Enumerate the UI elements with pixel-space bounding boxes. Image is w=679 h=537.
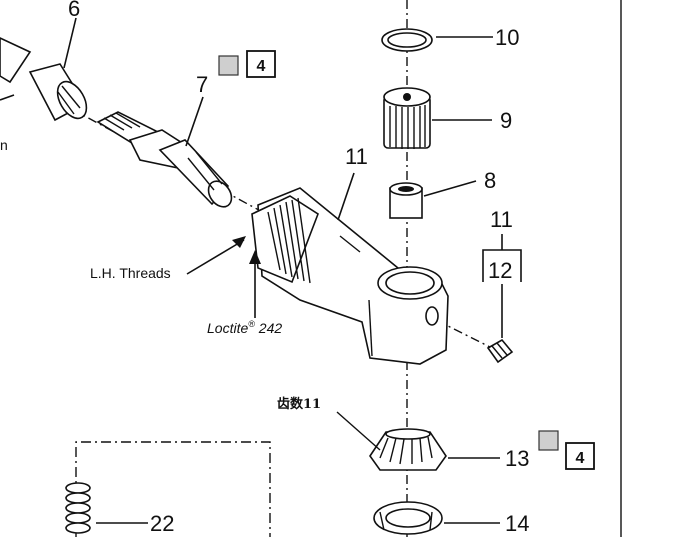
lh-threads-arrowhead <box>232 236 246 248</box>
part-8-bushing <box>389 182 423 219</box>
lh-threads-arrow <box>186 239 245 275</box>
part-14-bearing <box>373 501 443 535</box>
part-6-sleeve <box>0 37 88 122</box>
teeth-count-note: 齿数11 <box>277 396 321 412</box>
leader-6 <box>63 17 77 69</box>
part-22-spring <box>65 482 91 534</box>
badge-7-gray-square <box>218 55 239 76</box>
label-6: 6 <box>68 0 80 21</box>
label-11-side: 11 <box>490 207 513 232</box>
badge-7-box <box>246 50 276 78</box>
part-10-retaining-ring <box>381 28 433 52</box>
lh-threads-label: L.H. Threads <box>90 265 171 281</box>
part-12-set-screw <box>486 338 514 364</box>
label-11-top: 11 <box>345 144 368 169</box>
badge-13-box <box>565 442 595 470</box>
loctite-arrowhead <box>249 250 261 264</box>
label-10: 10 <box>495 25 519 50</box>
leader-11-top <box>337 172 355 221</box>
label-9: 9 <box>500 108 512 133</box>
badge-13-gray-square <box>538 430 559 451</box>
leader-7 <box>185 96 204 147</box>
edge-text-fragment: n <box>0 137 8 153</box>
badge-7-number: 4 <box>257 58 266 75</box>
part-13-bevel-gear <box>369 428 447 471</box>
loctite-label: Loctite® 242 <box>207 319 282 336</box>
label-13: 13 <box>505 446 529 471</box>
leader-8 <box>423 180 477 197</box>
label-12: 12 <box>488 258 512 283</box>
badge-13-number: 4 <box>576 450 585 467</box>
label-14: 14 <box>505 511 529 536</box>
label-8: 8 <box>484 168 496 193</box>
leader-teeth-note <box>336 411 381 451</box>
leader-edge <box>0 94 15 101</box>
label-7: 7 <box>196 72 208 97</box>
part-9-gear <box>383 87 431 149</box>
part-7-pinion-shaft <box>96 111 233 208</box>
part-11-gear-housing <box>251 187 449 365</box>
label-22: 22 <box>150 511 174 536</box>
